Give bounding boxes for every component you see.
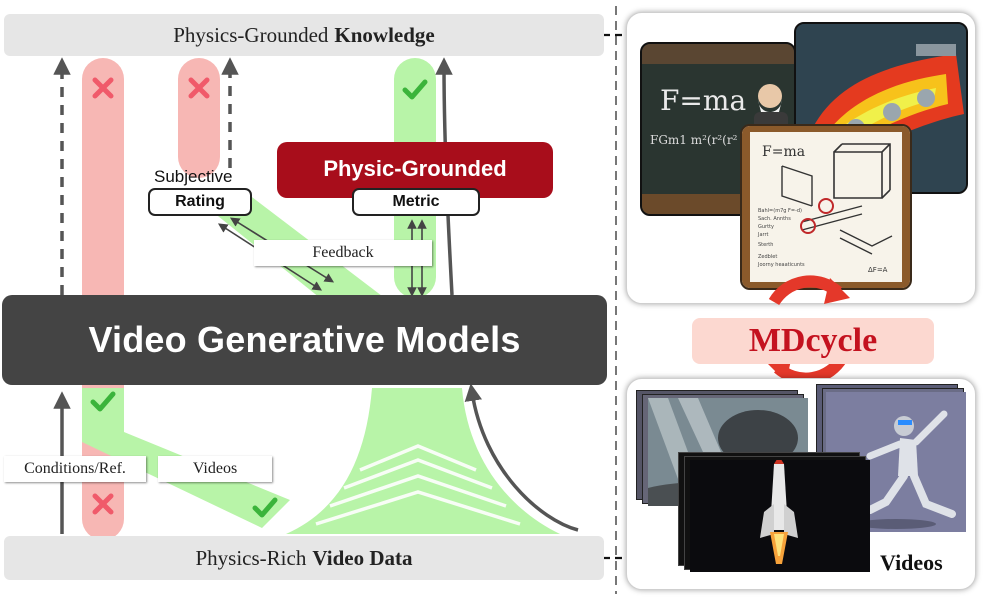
video-generative-models-label: Video Generative Models <box>88 319 521 360</box>
video-data-bar-bold: Video Data <box>312 545 413 570</box>
rating-pill-label: Rating <box>175 193 225 210</box>
check-icon <box>252 497 278 518</box>
cross-icon <box>188 77 210 99</box>
sketch-corner: ΔF=A <box>868 266 888 274</box>
sketch-scene: F=ma Bahl=(m7g F=-d) Sach. Annths Gurtty… <box>742 126 910 288</box>
videos-tag: Videos <box>158 456 272 482</box>
sketch-image: F=ma Bahl=(m7g F=-d) Sach. Annths Gurtty… <box>740 124 912 290</box>
rocket-scene <box>690 460 870 572</box>
sketch-note: Zedblet <box>758 254 777 260</box>
sketch-note: Joorny heaaticunts <box>757 262 805 268</box>
video-generative-models-box: Video Generative Models <box>2 295 607 385</box>
check-icon <box>90 391 116 412</box>
video-data-bar-prefix: Physics-Rich <box>195 545 307 570</box>
check-icon <box>402 79 428 100</box>
videos-label: Videos <box>880 550 943 575</box>
rating-pill: Rating <box>148 188 252 216</box>
flare-chevrons <box>315 444 521 526</box>
sketch-note: Bahl=(m7g F=-d) <box>758 208 802 214</box>
cross-icon <box>92 77 114 99</box>
knowledge-bar-bold: Knowledge <box>334 22 435 47</box>
sketch-note: Sterth <box>758 242 773 248</box>
blackboard-formula-1: F=ma <box>660 84 746 117</box>
sketch-note: Sach. Annths <box>758 216 791 222</box>
subjective-label: Subjective <box>154 167 233 186</box>
physic-grounded-box: Physic-Grounded <box>277 142 553 198</box>
sketch-title: F=ma <box>762 144 805 160</box>
sketch-note: Gurtty <box>758 224 774 230</box>
conditions-tag: Conditions/Ref. <box>4 456 146 482</box>
knowledge-bar-prefix: Physics-Grounded <box>173 22 329 47</box>
metric-pill: Metric <box>352 188 480 216</box>
blackboard-formula-2: FGm1 m²(r²(r² <box>650 133 738 147</box>
mdcycle-label: MDcycle <box>692 318 934 364</box>
sketch-note: Jarrt <box>757 232 769 238</box>
mdcycle-text: MDcycle <box>748 322 878 359</box>
feedback-tag: Feedback <box>254 240 432 266</box>
arrow-videos-curve <box>464 383 579 532</box>
video-stack-rocket <box>678 452 874 578</box>
metric-pill-label: Metric <box>392 193 440 210</box>
red-strip-rating <box>178 58 220 178</box>
cross-icon <box>92 493 114 515</box>
physic-grounded-title: Physic-Grounded <box>323 156 507 181</box>
